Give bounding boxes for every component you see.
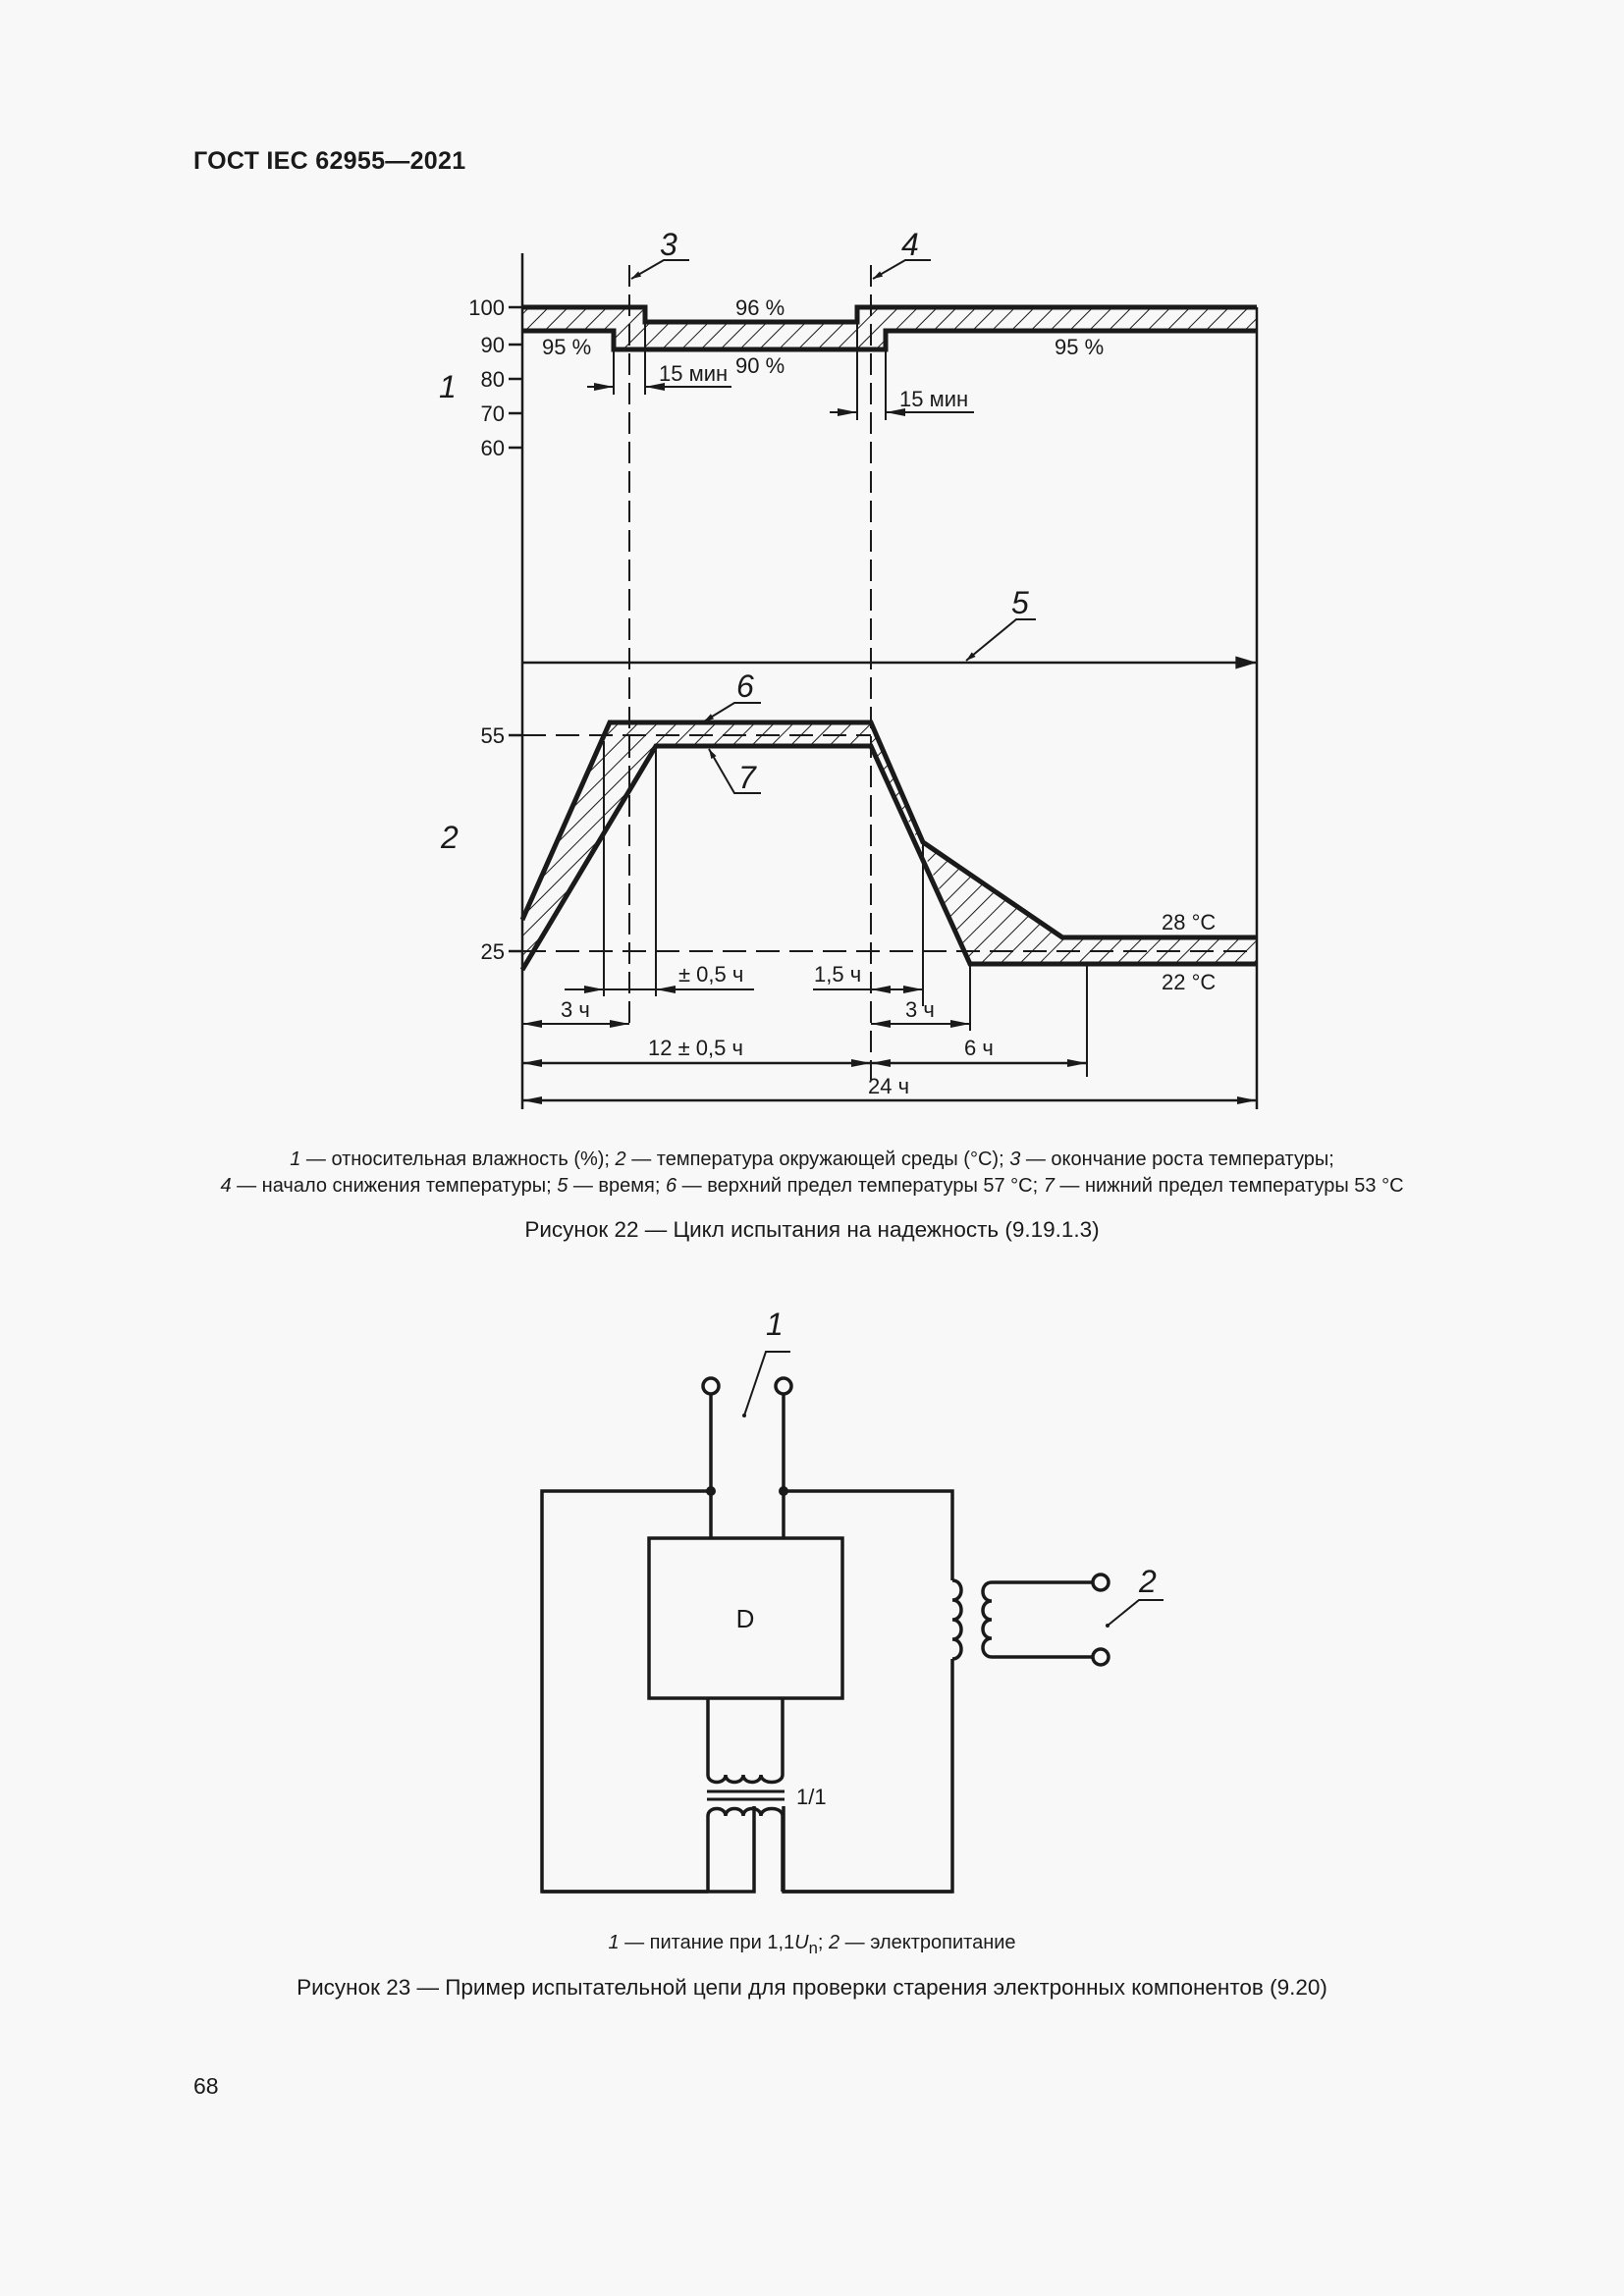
dim-tol-05h: ± 0,5 ч [678,962,743,987]
label-28c: 28 °C [1162,910,1216,934]
terminal-supply-left [701,1376,721,1396]
label-15min-right: 15 мин [899,387,968,411]
callout-5: 5 [1011,585,1029,620]
terminal-output-bottom [1091,1647,1110,1667]
document-header: ГОСТ IEC 62955—2021 [193,147,466,175]
page-number: 68 [193,2073,219,2099]
callout-4: 4 [901,227,919,262]
terminal-output-top [1091,1573,1110,1592]
tick-90: 90 [481,333,505,357]
callout-fig23-2: 2 [1138,1564,1157,1599]
dim-3h-right: 3 ч [905,997,935,1022]
tick-80: 80 [481,367,505,392]
callout-6: 6 [736,668,754,704]
dim-6h: 6 ч [964,1036,994,1060]
figure-22-caption: Рисунок 22 — Цикл испытания на надежност… [524,1217,1100,1242]
transformer-ratio-label: 1/1 [796,1785,827,1809]
label-95-right: 95 % [1055,335,1104,359]
terminal-supply-right [774,1376,793,1396]
label-90: 90 % [735,353,785,378]
device-d-label: D [736,1604,755,1633]
callout-7: 7 [738,760,757,795]
callout-1: 1 [439,369,457,404]
figure-22-labels: 3 4 1 5 6 7 2 100 90 80 70 60 95 % 96 % … [439,227,1216,1098]
figure-23-labels: 1 2 D 1/1 [736,1307,1157,1809]
figure-22 [509,253,1259,1109]
tick-100: 100 [468,295,505,320]
dim-3h-left: 3 ч [561,997,590,1022]
callout-fig23-1: 1 [766,1307,784,1342]
figure-23 [540,1351,1164,1894]
figure-23-caption: Рисунок 23 — Пример испытательной цепи д… [297,1975,1327,2000]
dim-12h: 12 ± 0,5 ч [648,1036,743,1060]
callout-2: 2 [440,820,459,855]
figure-22-legend: 1 — относительная влажность (%); 2 — тем… [0,1147,1624,1200]
label-95-left: 95 % [542,335,591,359]
legend-line-1: 1 — относительная влажность (%); 2 — тем… [290,1148,1334,1170]
device-d-box [647,1536,844,1700]
label-22c: 22 °C [1162,970,1216,994]
figure-23-legend: 1 — питание при 1,1Un; 2 — электропитани… [608,1932,1016,1957]
tick-60: 60 [481,436,505,460]
label-96: 96 % [735,295,785,320]
label-15min-left: 15 мин [659,361,728,386]
dim-15h: 1,5 ч [814,962,861,987]
callout-3: 3 [660,227,677,262]
legend-line-2: 4 — начало снижения температуры; 5 — вре… [220,1175,1404,1197]
tick-55: 55 [481,723,505,748]
tick-25: 25 [481,939,505,964]
dim-24h: 24 ч [868,1074,909,1098]
tick-70: 70 [481,401,505,426]
